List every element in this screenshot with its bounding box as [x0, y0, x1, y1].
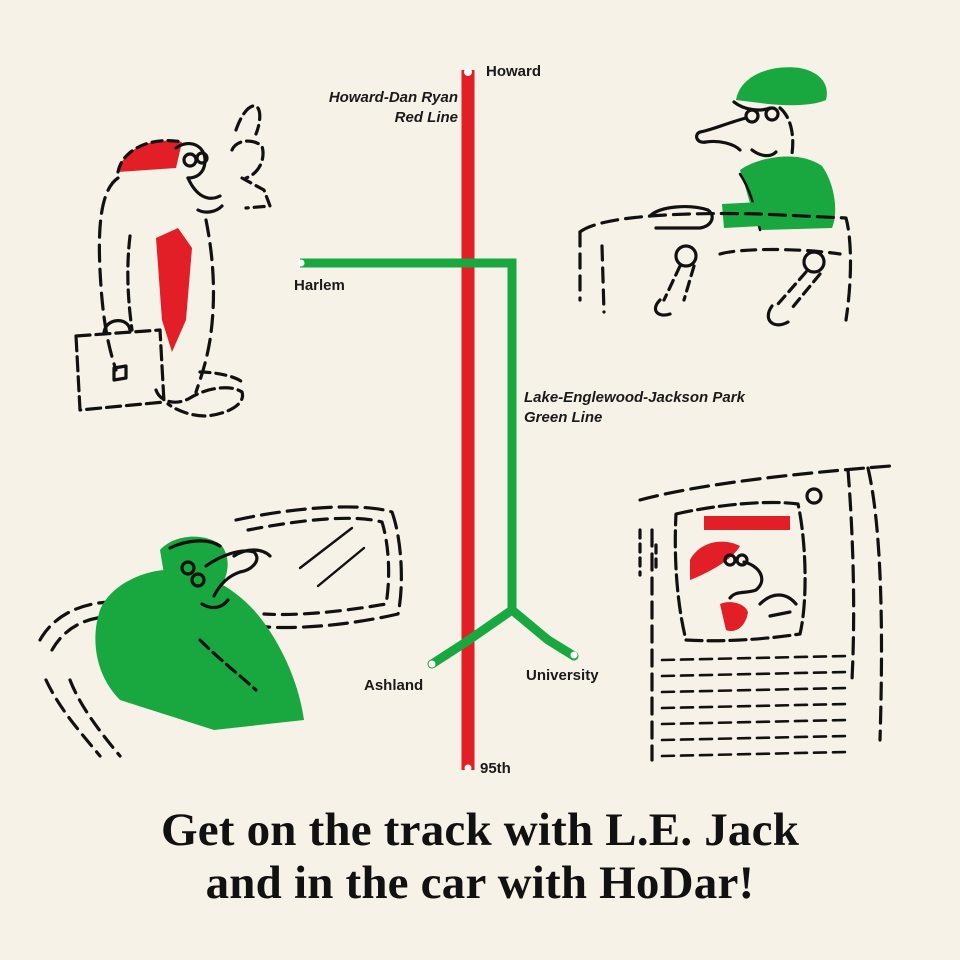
green-line-subtitle: Green Line — [524, 409, 603, 427]
station-dot-harlem — [297, 259, 305, 267]
station-label-ashland: Ashland — [364, 677, 424, 694]
tagline-line-2: and in the car with HoDar! — [205, 856, 755, 909]
green-rider-illustration — [38, 505, 403, 758]
route-map — [297, 68, 579, 772]
red-commuter-illustration — [74, 104, 272, 418]
station-label-university: University — [526, 667, 599, 684]
green-line-title: Lake-Englewood-Jackson Park — [524, 389, 745, 406]
green-line-name: Lake-Englewood-Jackson Park Green Line — [524, 388, 745, 429]
tagline: Get on the track with L.E. Jack and in t… — [0, 804, 960, 909]
tagline-line-1: Get on the track with L.E. Jack — [160, 804, 800, 856]
red-line-title: Howard-Dan Ryan — [328, 89, 458, 106]
red-line-name: Howard-Dan Ryan Red Line — [329, 88, 458, 129]
green-operator-illustration — [578, 67, 853, 327]
station-dot-ashland — [428, 660, 436, 668]
station-label-howard: Howard — [486, 63, 542, 80]
red-operator-illustration — [638, 464, 892, 762]
station-dot-howard — [464, 68, 472, 76]
green-line-university-branch — [507, 605, 579, 661]
station-dot-95th — [464, 764, 472, 772]
station-label-95th: 95th — [480, 760, 511, 777]
station-dot-university — [570, 651, 578, 659]
station-label-harlem: Harlem — [294, 277, 345, 294]
red-line-subtitle: Red Line — [394, 109, 458, 127]
green-line-ashland-branch — [427, 605, 517, 669]
green-line-track — [300, 258, 517, 612]
